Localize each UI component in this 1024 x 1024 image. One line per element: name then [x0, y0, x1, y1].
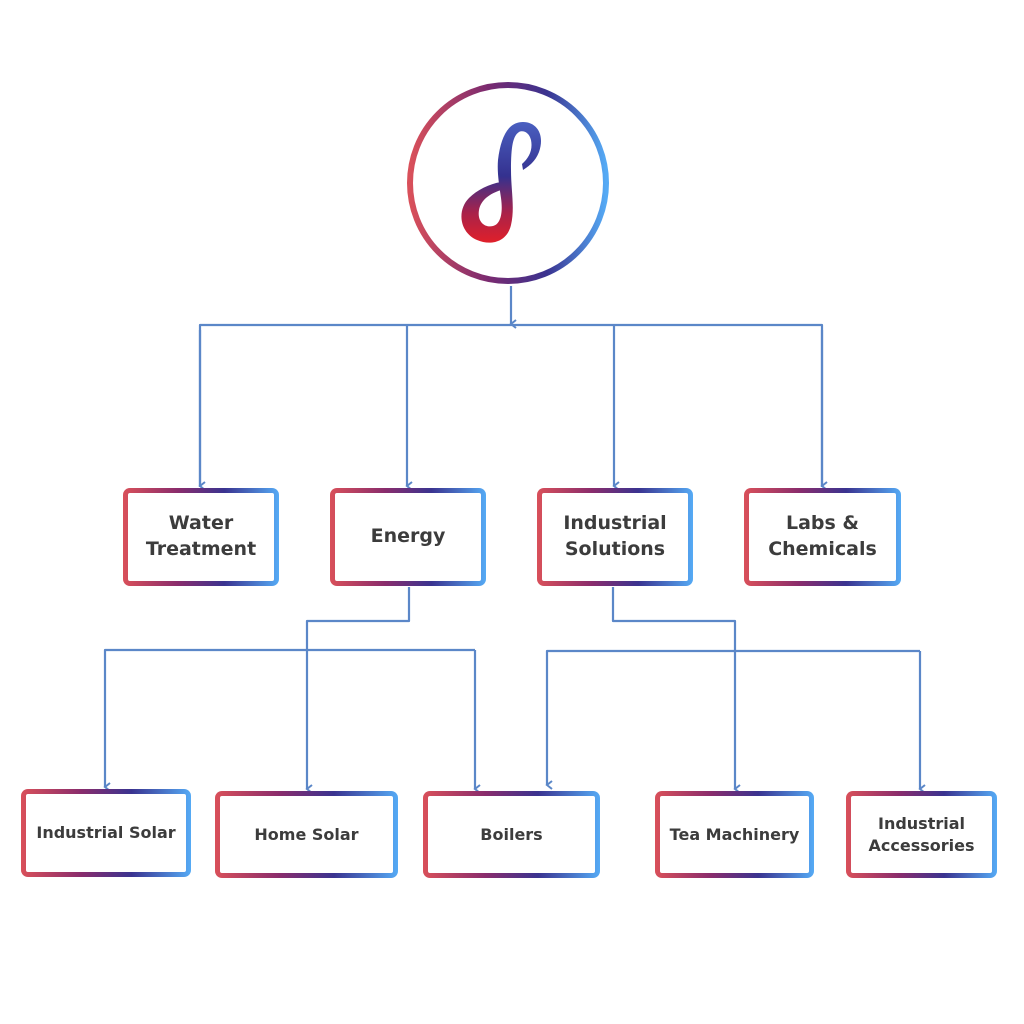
node-label: Tea Machinery — [669, 824, 800, 844]
node-label: Labs & — [785, 512, 859, 535]
connector-industrial-solar — [103, 648, 475, 792]
node-label: Industrial — [563, 512, 667, 535]
node-label: Solutions — [564, 538, 666, 560]
node-label: Home Solar — [254, 824, 359, 844]
node-industrial-solar[interactable]: Industrial Solar — [21, 789, 191, 877]
connector-root-bus — [198, 323, 824, 487]
node-energy[interactable]: Energy — [330, 488, 486, 586]
connector-home-solar — [305, 587, 411, 794]
logo-ring — [407, 82, 609, 284]
node-home-solar[interactable]: Home Solar — [215, 791, 398, 878]
logo — [407, 82, 609, 284]
node-label: Industrial — [877, 813, 965, 833]
node-label: Boilers — [480, 824, 543, 844]
node-label: Industrial Solar — [36, 823, 176, 843]
node-labs-chemicals[interactable]: Labs & Chemicals — [744, 488, 901, 586]
node-label: Accessories — [868, 835, 975, 855]
connector-tea-machinery — [611, 587, 741, 794]
logo-s-mark-icon — [461, 122, 542, 243]
node-boilers[interactable]: Boilers — [423, 791, 600, 878]
node-label: Water — [168, 512, 234, 535]
node-tea-machinery[interactable]: Tea Machinery — [655, 791, 814, 878]
node-label: Energy — [370, 525, 446, 548]
node-label: Treatment — [145, 538, 257, 560]
connector-boilers-right — [545, 649, 920, 790]
node-label: Chemicals — [768, 538, 877, 560]
